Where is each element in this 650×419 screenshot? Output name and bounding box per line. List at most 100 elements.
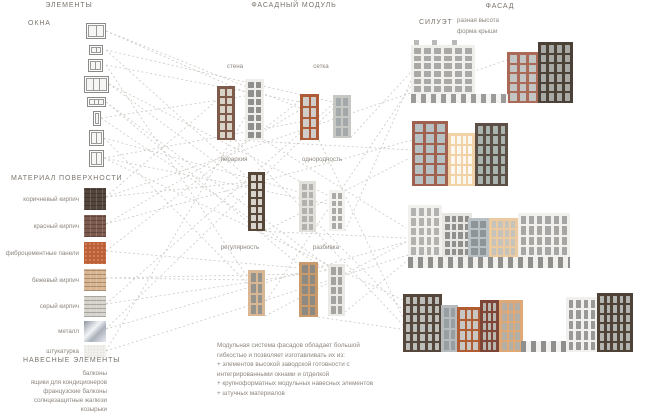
window — [464, 86, 472, 92]
window — [565, 83, 570, 92]
window — [619, 342, 624, 350]
window — [473, 310, 478, 319]
connector-line-33 — [234, 139, 404, 311]
window — [406, 324, 411, 332]
window — [255, 123, 261, 130]
window — [493, 156, 498, 164]
hanging-header: НАВЕСНЫЕ ЭЛЕМЕНТЫ — [23, 357, 121, 364]
window — [302, 216, 307, 222]
window — [426, 124, 434, 133]
window — [337, 276, 342, 285]
connector-line-1 — [105, 30, 246, 93]
window — [569, 341, 574, 350]
window — [251, 183, 256, 189]
window — [500, 136, 505, 144]
connector-line-25 — [105, 273, 300, 279]
window — [434, 227, 439, 236]
window — [504, 221, 509, 228]
connector-line-39 — [315, 231, 404, 326]
paragraph-line-3: + элементов высокой заводской готовности… — [217, 361, 350, 369]
facade4-tan — [499, 300, 523, 352]
window — [450, 341, 455, 350]
window — [302, 224, 307, 230]
window — [331, 286, 336, 295]
window-pane — [89, 99, 95, 105]
material-swatch-4 — [84, 269, 106, 291]
hanging-item-4: солнцезащитные жалюзи — [33, 397, 107, 404]
window — [549, 54, 554, 63]
window — [257, 305, 262, 314]
hanging-item-1: балконы — [82, 370, 107, 377]
connector-line-43 — [317, 316, 408, 331]
window — [248, 123, 254, 130]
concept-label-4: однородность — [301, 156, 343, 163]
connector-line-17 — [103, 157, 404, 301]
connector-line-13 — [103, 137, 300, 193]
silhouette-cap-3 — [452, 40, 457, 47]
window — [220, 114, 225, 121]
window — [310, 97, 316, 106]
window — [251, 199, 256, 205]
window — [406, 306, 411, 314]
window — [502, 312, 507, 321]
window — [302, 265, 308, 274]
window — [464, 70, 472, 77]
connector-line-16 — [103, 121, 301, 159]
window — [561, 236, 567, 245]
module-stagger-1-windows — [302, 265, 315, 315]
window — [437, 124, 445, 133]
window — [338, 223, 342, 229]
window — [303, 107, 309, 117]
connector-line-9 — [105, 101, 301, 267]
facade4-glass-windows — [444, 308, 455, 350]
facade4-dark-left-windows — [406, 297, 439, 350]
window — [257, 175, 262, 181]
window-pane — [96, 61, 101, 70]
window — [415, 175, 423, 184]
window — [434, 217, 439, 226]
window — [445, 224, 450, 231]
window — [613, 333, 617, 341]
window-pane — [91, 47, 97, 53]
window — [418, 247, 424, 255]
window — [498, 230, 503, 237]
window-pane — [88, 25, 97, 37]
hanging-item-2: ящики для кондиционеров — [30, 379, 107, 386]
module-homogeneity-2-windows — [332, 193, 342, 229]
window — [343, 118, 348, 126]
module-homogeneity-1 — [299, 181, 316, 232]
facade-header: ФАСАД — [485, 3, 515, 10]
window — [613, 324, 617, 332]
window — [456, 136, 461, 144]
window — [493, 176, 498, 184]
window — [479, 239, 486, 246]
window — [521, 216, 527, 225]
window — [309, 285, 315, 295]
window — [590, 310, 595, 319]
window — [500, 176, 505, 184]
window — [471, 230, 478, 237]
window — [473, 331, 478, 340]
window-icon-1 — [86, 23, 106, 39]
window — [515, 332, 520, 341]
window — [537, 246, 543, 255]
window — [541, 83, 546, 92]
window — [257, 207, 262, 213]
window — [338, 200, 342, 207]
window — [541, 73, 546, 82]
paragraph-line-5: + крупноформатных модульных навесных эле… — [217, 380, 374, 388]
window — [308, 224, 313, 230]
window — [613, 342, 617, 350]
window — [565, 64, 570, 72]
window — [257, 223, 262, 229]
paragraph-line-2: гибкостью и позволяет изготавливать их и… — [217, 351, 345, 359]
window — [257, 191, 262, 197]
window — [302, 275, 308, 284]
window — [248, 82, 254, 89]
window — [220, 131, 225, 138]
window — [510, 83, 517, 92]
window — [434, 297, 439, 305]
window — [444, 341, 449, 350]
module-grid-grey — [333, 95, 351, 138]
window — [510, 239, 515, 246]
